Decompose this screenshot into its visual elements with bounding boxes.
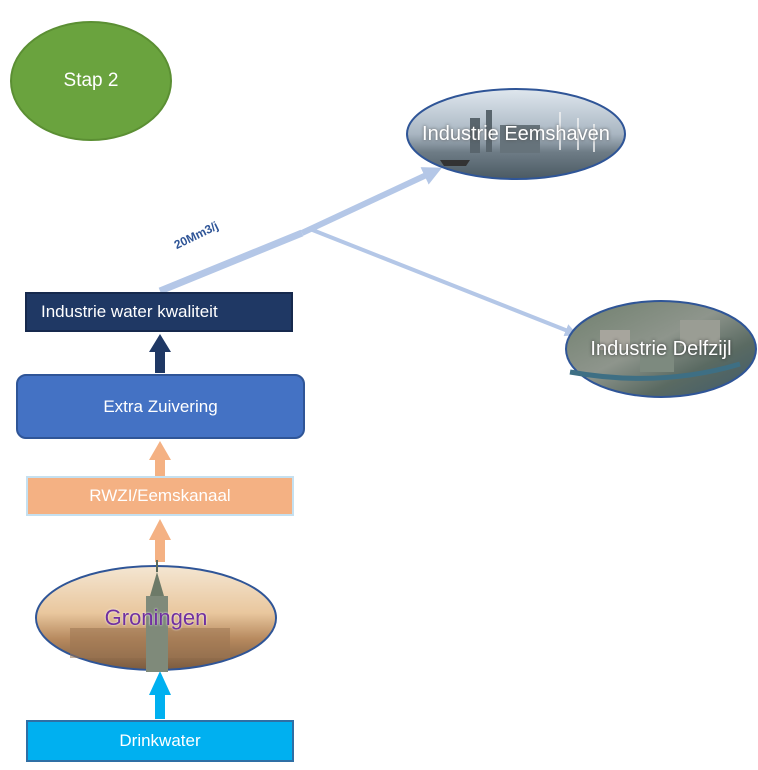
extra-zuivering-label: Extra Zuivering <box>103 396 218 416</box>
drinkwater-box: Drinkwater <box>26 720 294 762</box>
delfzijl-photo <box>565 300 757 398</box>
eemshaven-photo <box>406 88 626 180</box>
step-badge: Stap 2 <box>10 21 172 141</box>
groningen-photo <box>35 560 277 672</box>
drinkwater-label: Drinkwater <box>119 731 201 750</box>
arrow-up-dark <box>149 334 171 373</box>
arrow-up-cyan <box>149 671 171 719</box>
flow-arrow-delfzijl <box>309 227 578 337</box>
industrie-water-label: Industrie water kwaliteit <box>41 302 218 321</box>
arrow-up-orange-2 <box>149 519 171 562</box>
flow-arrow-eemshaven <box>300 167 442 236</box>
rwzi-label: RWZI/Eemskanaal <box>89 486 231 505</box>
step-label: Stap 2 <box>63 70 119 91</box>
industrie-water-box: Industrie water kwaliteit <box>25 292 293 332</box>
arrow-up-orange-1 <box>149 441 171 476</box>
rwzi-box: RWZI/Eemskanaal <box>26 476 294 516</box>
extra-zuivering-box: Extra Zuivering <box>16 374 305 439</box>
flow-line-main <box>158 229 304 295</box>
